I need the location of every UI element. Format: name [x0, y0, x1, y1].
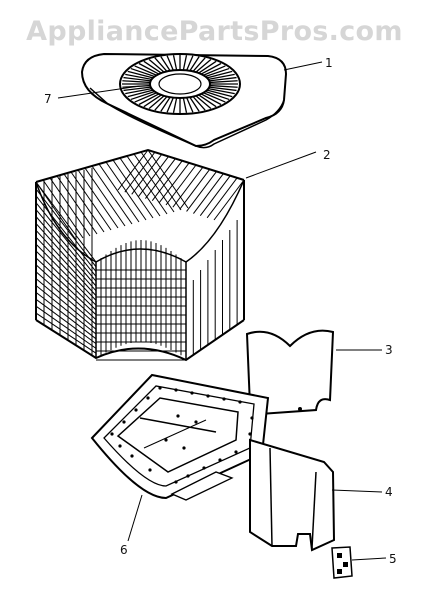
- callout-4: 4: [385, 485, 393, 499]
- top-cover: [80, 52, 288, 149]
- watermark: AppliancePartsPros.com: [26, 16, 403, 47]
- access-panel: [245, 329, 335, 416]
- callout-5: 5: [389, 552, 397, 566]
- coil-guard: [35, 148, 245, 362]
- callout-2: 2: [323, 148, 331, 162]
- fan-grille: [119, 53, 241, 115]
- callout-6: 6: [120, 543, 128, 557]
- callout-7: 7: [44, 92, 52, 106]
- small-clip: [331, 546, 353, 579]
- callout-1: 1: [325, 56, 333, 70]
- leader-lines: [57, 61, 387, 561]
- base-pan: [90, 373, 270, 501]
- callout-3: 3: [385, 343, 393, 357]
- corner-bracket: [249, 438, 336, 552]
